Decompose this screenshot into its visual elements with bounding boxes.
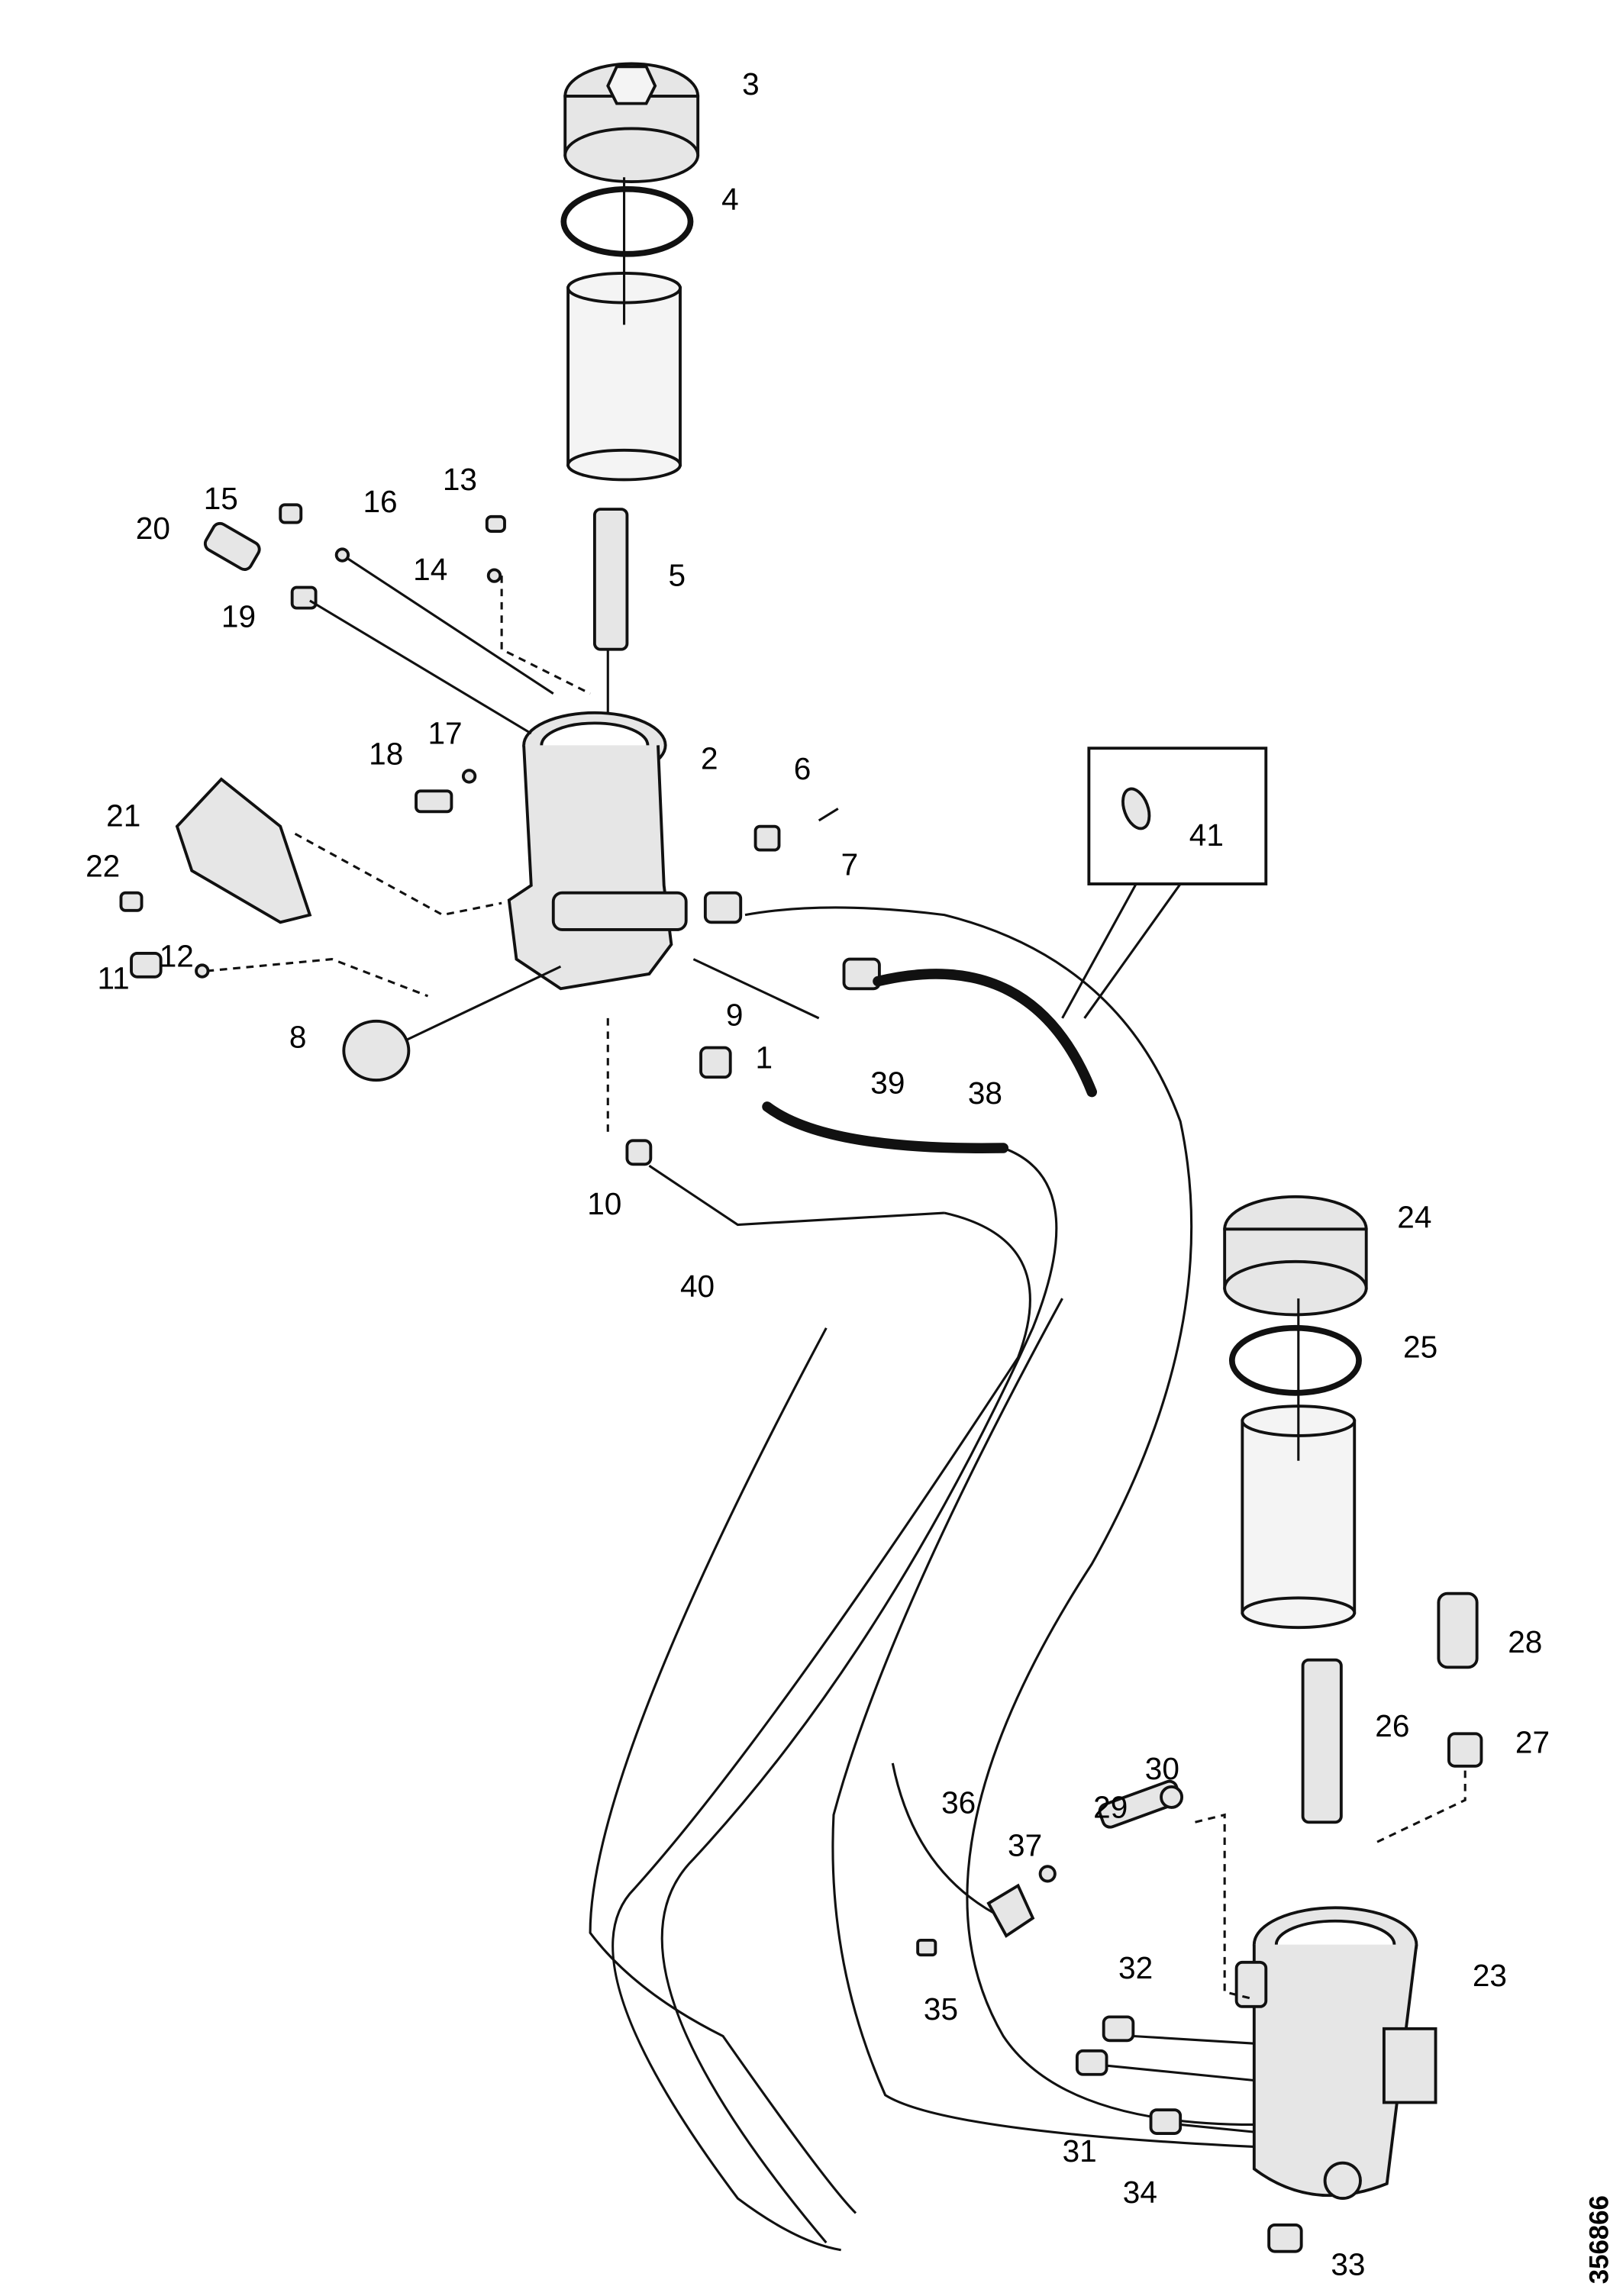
figure-id: 356866 [1586, 2195, 1615, 2284]
lower-filter-housing [1234, 1906, 1437, 2201]
lower-filter-element [1241, 1404, 1357, 1630]
callout-16: 16 [363, 484, 397, 519]
callout-9: 9 [726, 998, 744, 1033]
mounting-bracket [175, 777, 312, 924]
lower-standpipe [1301, 1658, 1343, 1824]
callout-21: 21 [106, 798, 140, 834]
callout-19: 19 [221, 599, 256, 634]
callout-14: 14 [413, 552, 447, 587]
callout-3: 3 [742, 66, 760, 102]
callout-17: 17 [428, 715, 462, 750]
callout-41: 41 [1189, 817, 1224, 853]
upper-filter-housing [507, 711, 688, 991]
callout-11: 11 [98, 960, 130, 995]
callout-29: 29 [1093, 1789, 1128, 1824]
callout-30: 30 [1145, 1751, 1179, 1786]
callout-37: 37 [1008, 1828, 1042, 1863]
callout-23: 23 [1473, 1958, 1507, 1993]
callout-6: 6 [794, 751, 812, 786]
callout-24: 24 [1397, 1199, 1431, 1234]
callout-4: 4 [721, 182, 739, 217]
callout-15: 15 [204, 481, 238, 516]
callout-35: 35 [924, 1991, 958, 2027]
small-parts-lower [916, 1591, 1483, 2253]
upper-o-ring [560, 185, 694, 257]
callout-13: 13 [443, 462, 477, 497]
detail-box [1087, 747, 1268, 885]
small-parts-upper [119, 503, 881, 1166]
callout-36: 36 [941, 1785, 976, 1820]
callout-27: 27 [1515, 1724, 1550, 1759]
callout-2: 2 [701, 740, 718, 776]
callout-40: 40 [680, 1269, 715, 1304]
callout-10: 10 [587, 1186, 621, 1221]
callout-1: 1 [756, 1040, 773, 1075]
callout-28: 28 [1508, 1624, 1542, 1659]
upper-filter-cap [563, 62, 700, 183]
callout-34: 34 [1123, 2175, 1157, 2210]
upper-standpipe [592, 508, 629, 651]
callout-38: 38 [968, 1075, 1002, 1111]
lower-filter-cap [1223, 1195, 1368, 1317]
callout-31: 31 [1063, 2133, 1097, 2169]
callout-5: 5 [669, 558, 686, 593]
callout-22: 22 [86, 848, 120, 883]
callout-33: 33 [1331, 2247, 1365, 2282]
callout-8: 8 [289, 1020, 307, 1055]
callout-7: 7 [841, 846, 859, 882]
callout-26: 26 [1375, 1708, 1409, 1743]
callout-12: 12 [160, 938, 194, 973]
callout-32: 32 [1118, 1950, 1153, 1985]
callout-39: 39 [870, 1065, 905, 1100]
callout-25: 25 [1403, 1329, 1437, 1364]
lower-o-ring [1228, 1324, 1362, 1396]
callout-20: 20 [136, 511, 170, 546]
callout-18: 18 [369, 736, 403, 771]
